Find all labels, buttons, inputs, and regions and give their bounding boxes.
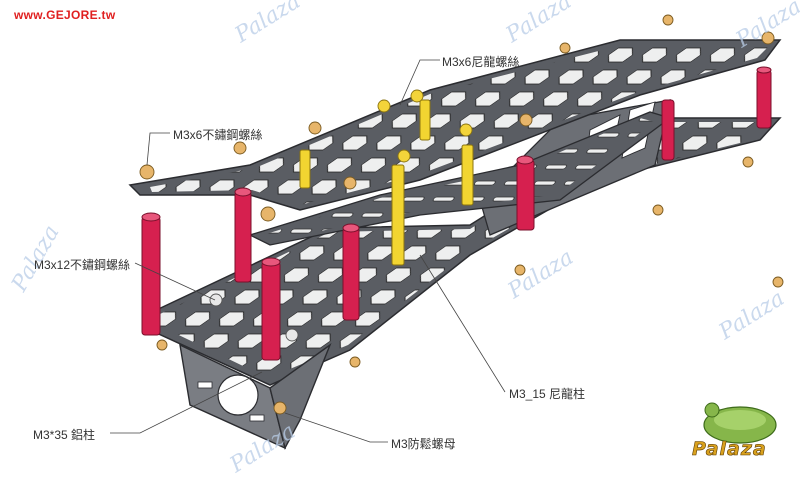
stainless-screw — [343, 176, 357, 190]
stainless-screw — [652, 204, 664, 216]
nylon-screw — [410, 89, 424, 103]
leader-lines — [110, 59, 506, 443]
stainless-screw — [519, 113, 533, 127]
stainless-screw — [742, 156, 754, 168]
stainless-screw — [349, 356, 361, 368]
callout-nylon-standoff: M3_15 尼龍柱 — [509, 387, 586, 401]
nylon-screw — [459, 123, 473, 137]
stainless-screw — [761, 31, 775, 45]
stainless-screw — [233, 141, 247, 155]
stainless-screw — [514, 264, 526, 276]
nylon-screws — [377, 89, 473, 163]
nylon-screw — [377, 99, 391, 113]
nylon-standoffs — [299, 99, 474, 266]
nylon-screw — [397, 149, 411, 163]
lock-nut — [209, 293, 223, 307]
lock-nuts — [209, 293, 299, 342]
site-url: www.GEJORE.tw — [14, 8, 116, 22]
aluminum-standoff — [261, 261, 281, 361]
nylon-standoff — [299, 149, 311, 189]
logo-text: Palaza — [692, 438, 767, 461]
stainless-screw — [308, 121, 322, 135]
callout-aluminum-standoff: M3*35 鋁柱 — [33, 428, 96, 442]
stainless-screw — [260, 206, 276, 222]
nylon-standoff — [461, 144, 474, 206]
aluminum-standoff — [342, 227, 360, 321]
aluminum-standoff — [516, 159, 535, 231]
stainless-screw — [772, 276, 784, 288]
aluminum-standoff — [141, 216, 161, 336]
callout-lock-nut: M3防鬆螺母 — [391, 437, 456, 451]
stainless-screw — [662, 14, 674, 26]
aluminum-standoff — [756, 69, 772, 129]
callout-nylon-screw: M3x6尼龍螺絲 — [442, 55, 520, 69]
aluminum-standoff — [661, 99, 675, 161]
nylon-standoff — [391, 164, 405, 266]
callout-stainless-screw-m3x6: M3x6不鏽鋼螺絲 — [173, 128, 263, 142]
palaza-logo — [703, 402, 777, 444]
stainless-screws — [139, 14, 784, 415]
aluminum-standoffs — [141, 66, 772, 361]
stainless-screw — [273, 401, 287, 415]
stainless-screw — [156, 339, 168, 351]
callout-stainless-screw-m3x12: M3x12不鏽鋼螺絲 — [34, 258, 131, 272]
front-bracket — [179, 343, 332, 450]
bottom-plate — [149, 117, 782, 386]
lock-nut — [285, 328, 299, 342]
aluminum-standoff — [234, 191, 252, 283]
stainless-screw — [559, 42, 571, 54]
stainless-screw — [139, 164, 155, 180]
nylon-standoff — [419, 99, 431, 141]
